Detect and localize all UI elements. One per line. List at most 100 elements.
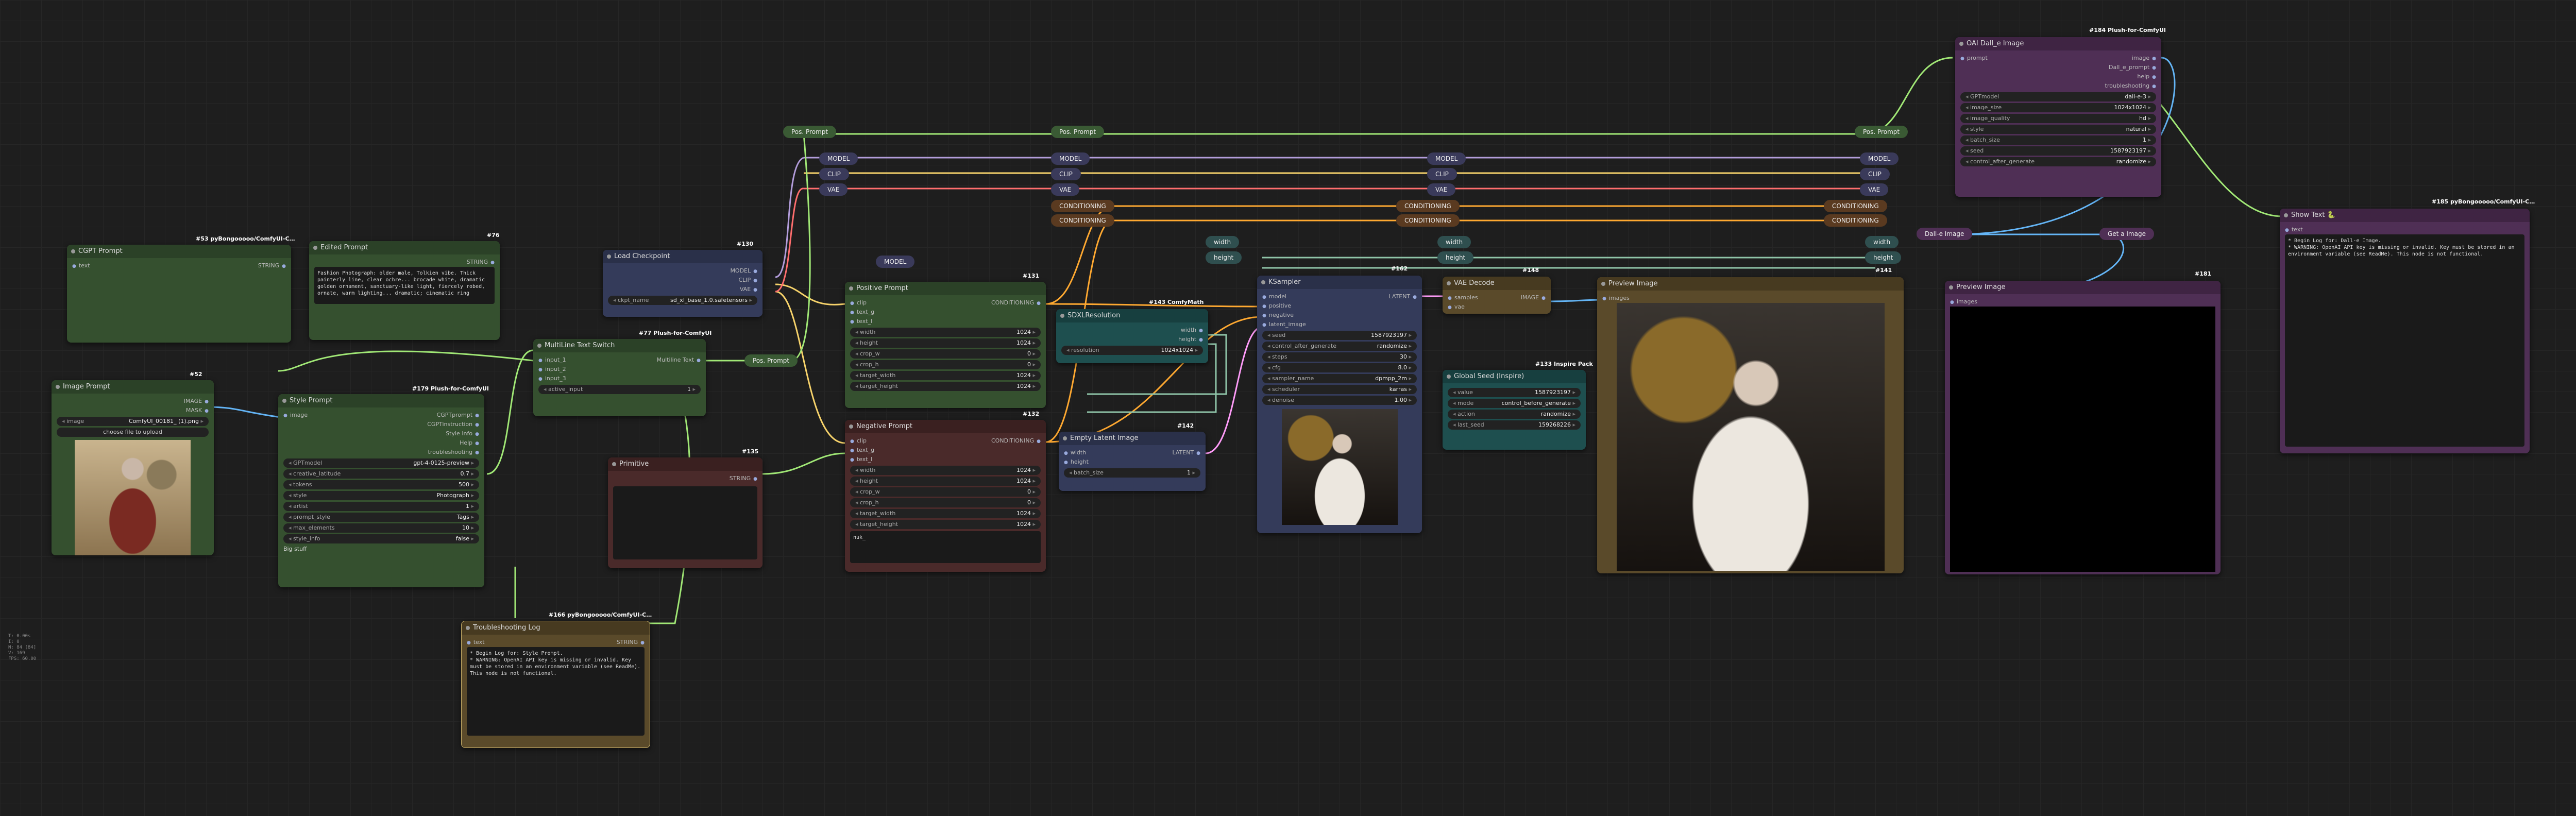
input-width[interactable]: width <box>1064 448 1086 457</box>
input-2[interactable]: input_2 <box>538 365 566 374</box>
input-text[interactable]: text <box>467 638 485 647</box>
input-images[interactable]: images <box>1602 294 1630 303</box>
output-style-info[interactable]: Style Info <box>446 429 479 438</box>
reroute-vae-2[interactable]: VAE <box>1051 183 1080 196</box>
input-text[interactable]: text <box>2285 225 2303 234</box>
input-samples[interactable]: samples <box>1448 293 1478 302</box>
output-mask[interactable]: MASK <box>186 406 209 415</box>
output-troubleshooting[interactable]: troubleshooting <box>428 448 479 457</box>
output-dalle-prompt[interactable]: Dall_e_prompt <box>2109 63 2156 72</box>
input-model[interactable]: model <box>1262 292 1286 301</box>
output-model[interactable]: MODEL <box>730 266 757 276</box>
input-prompt[interactable]: prompt <box>1960 54 1988 63</box>
node-preview-image-1[interactable]: Preview Image images <box>1597 277 1904 573</box>
output-height[interactable]: height <box>1178 335 1203 344</box>
reroute-pos-prompt-1[interactable]: Pos. Prompt <box>783 126 837 138</box>
output-help[interactable]: help <box>2137 72 2156 81</box>
node-primitive[interactable]: Primitive STRING <box>608 457 762 568</box>
reroute-cond-2[interactable]: CONDITIONING <box>1051 214 1114 227</box>
output-image[interactable]: IMAGE <box>184 397 209 406</box>
input-images[interactable]: images <box>1950 297 1977 307</box>
output-string[interactable]: STRING <box>258 261 286 270</box>
reroute-cond-1[interactable]: CONDITIONING <box>1051 200 1114 212</box>
reroute-pos-prompt-4[interactable]: Pos. Prompt <box>744 354 798 367</box>
reroute-vae-3[interactable]: VAE <box>1427 183 1456 196</box>
input-positive[interactable]: positive <box>1262 301 1291 311</box>
reroute-clip-3[interactable]: CLIP <box>1427 168 1457 180</box>
output-cgptinstruction[interactable]: CGPTinstruction <box>427 420 479 429</box>
reroute-pos-prompt-2[interactable]: Pos. Prompt <box>1051 126 1105 138</box>
output-string[interactable]: STRING <box>617 638 645 647</box>
reroute-cond-5[interactable]: CONDITIONING <box>1824 200 1887 212</box>
node-image-prompt[interactable]: Image Prompt IMAGE MASK imageComfyUI_001… <box>52 380 214 555</box>
reroute-height-1[interactable]: height <box>1206 251 1242 264</box>
output-image[interactable]: image <box>2132 54 2156 63</box>
log-textarea[interactable]: * Begin Log for: Style Prompt. * WARNING… <box>467 647 645 736</box>
reroute-clip-1[interactable]: CLIP <box>819 168 849 180</box>
widget-crop-w[interactable]: crop_w0 <box>850 487 1041 497</box>
node-edited-prompt[interactable]: Edited Prompt STRING Fashion Photograph:… <box>309 241 500 340</box>
input-clip[interactable]: clip <box>850 436 867 446</box>
input-clip[interactable]: clip <box>850 298 867 308</box>
input-negative[interactable]: negative <box>1262 311 1294 320</box>
output-vae[interactable]: VAE <box>740 285 757 294</box>
reroute-clip-4[interactable]: CLIP <box>1860 168 1890 180</box>
input-text-g[interactable]: text_g <box>850 308 874 317</box>
reroute-model-1[interactable]: MODEL <box>819 152 858 165</box>
reroute-clip-2[interactable]: CLIP <box>1051 168 1081 180</box>
output-cgptprompt[interactable]: CGPTprompt <box>437 411 479 420</box>
input-latent-image[interactable]: latent_image <box>1262 320 1306 329</box>
input-vae[interactable]: vae <box>1448 302 1465 312</box>
upload-button[interactable]: choose file to upload <box>57 428 209 437</box>
reroute-height-3[interactable]: height <box>1865 251 1902 264</box>
output-clip[interactable]: CLIP <box>738 276 757 285</box>
node-show-text[interactable]: Show Text 🐍 text * Begin Log for: Dall-e… <box>2280 209 2530 453</box>
reroute-width-1[interactable]: width <box>1206 236 1240 248</box>
reroute-cond-4[interactable]: CONDITIONING <box>1396 214 1460 227</box>
reroute-pos-prompt-3[interactable]: Pos. Prompt <box>1855 126 1908 138</box>
input-image[interactable]: image <box>283 411 308 420</box>
reroute-cond-6[interactable]: CONDITIONING <box>1824 214 1887 227</box>
output-troubleshooting[interactable]: troubleshooting <box>2105 81 2156 91</box>
input-1[interactable]: input_1 <box>538 355 566 365</box>
primitive-textarea[interactable] <box>613 486 757 559</box>
reroute-vae-4[interactable]: VAE <box>1860 183 1889 196</box>
output-image[interactable]: IMAGE <box>1521 293 1546 302</box>
output-conditioning[interactable]: CONDITIONING <box>991 298 1041 308</box>
reroute-dalle-image[interactable]: Dall-e Image <box>1917 228 1973 240</box>
output-latent[interactable]: LATENT <box>1172 448 1200 457</box>
input-height[interactable]: height <box>1064 457 1089 467</box>
output-multiline[interactable]: Multiline Text <box>657 355 701 365</box>
